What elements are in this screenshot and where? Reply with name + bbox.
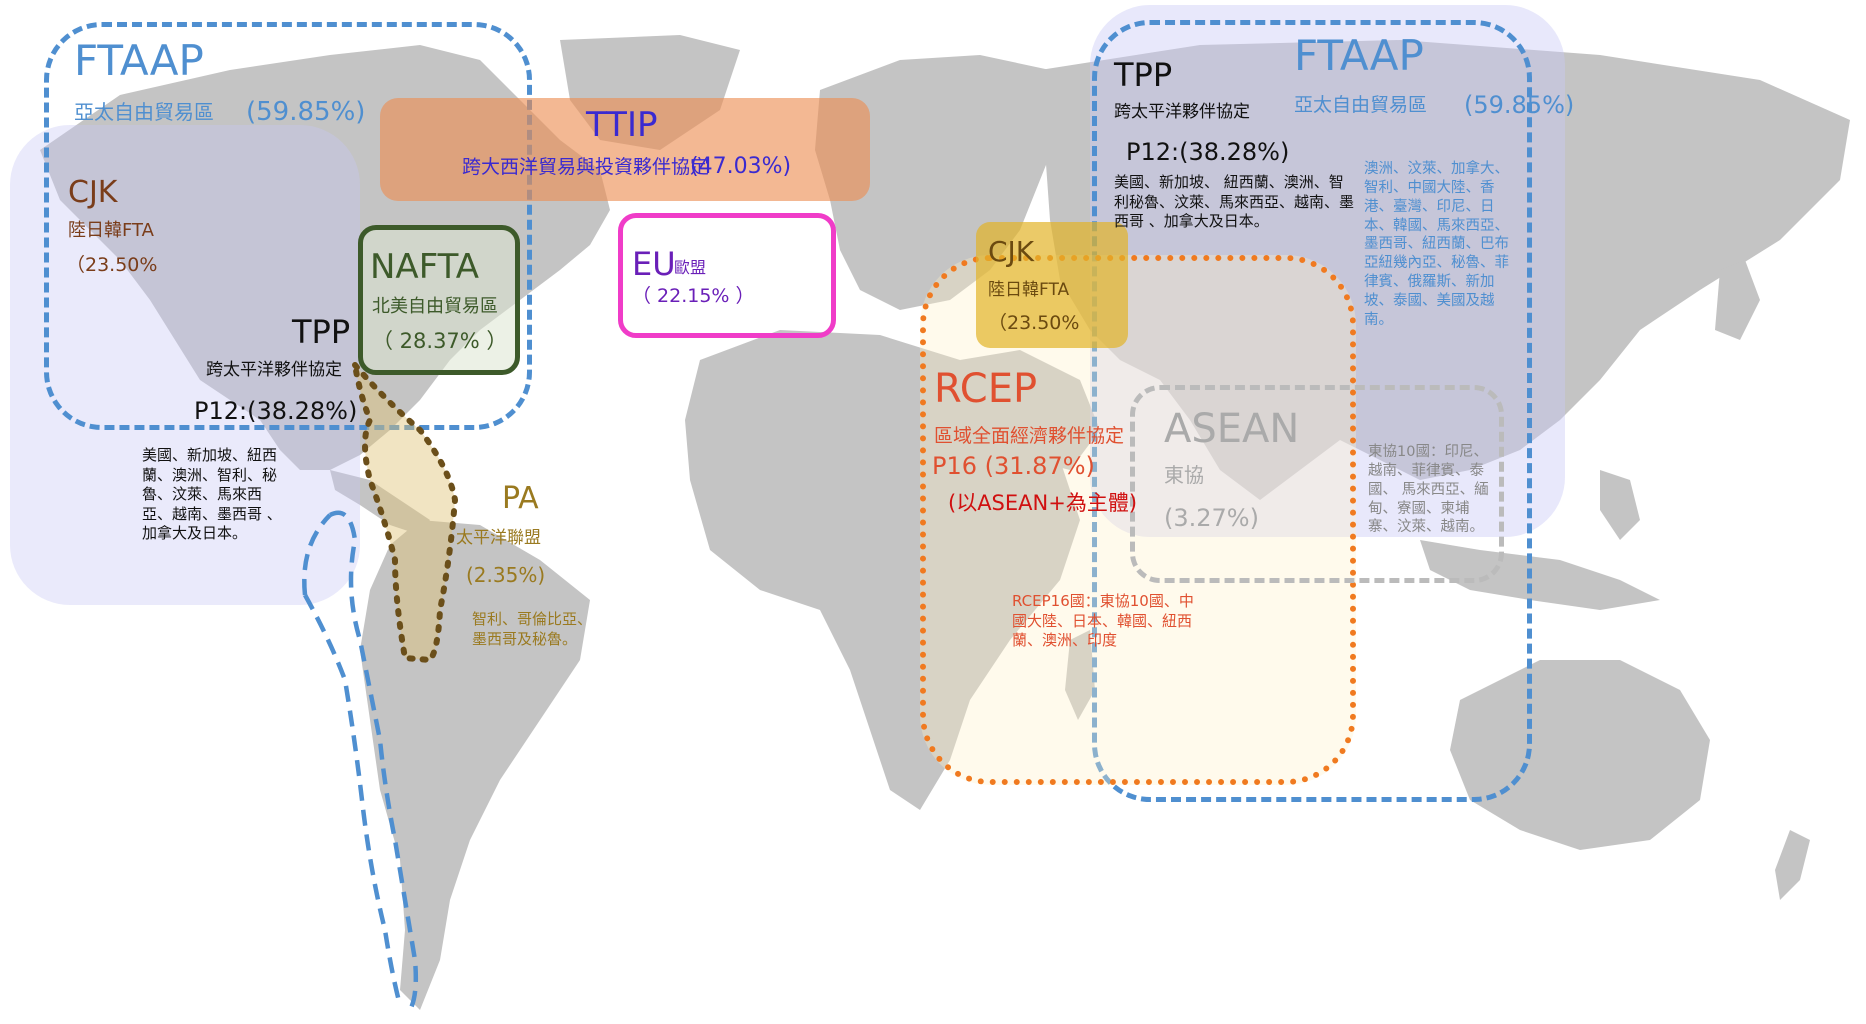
rcep-subtitle: 區域全面經濟夥伴協定 (934, 425, 1125, 447)
cjk-left-title: CJK (68, 175, 118, 210)
asean-title: ASEAN (1164, 406, 1300, 452)
central-america-landmass (330, 470, 430, 535)
eu-title: EU (632, 245, 676, 283)
tpp-right-members: 美國、新加坡、 紐西蘭、澳洲、智利秘魯、汶萊、馬來西亞、越南、墨西哥 、加拿大及… (1114, 173, 1355, 230)
pa-title: PA (502, 481, 539, 516)
pa-members: 智利、哥倫比亞、墨西哥及秘魯。 (472, 610, 593, 648)
tpp-right-subtitle: 跨太平洋夥伴協定 (1114, 102, 1250, 122)
ftaap-right-pct: (59.85%) (1464, 91, 1575, 119)
cjk-left-subtitle: 陸日韓FTA (68, 220, 154, 241)
nafta-pct: （ 28.37% ） (372, 329, 508, 353)
tpp-left-title: TPP (292, 313, 351, 351)
australia-landmass (1450, 660, 1710, 850)
tpp-right-title: TPP (1114, 56, 1173, 94)
africa-landmass (685, 330, 1080, 810)
south-america-landmass (360, 520, 590, 1010)
eu-pct: （ 22.15% ） (632, 285, 755, 307)
asean-pct: (3.27%) (1164, 504, 1259, 532)
cjk-right-region (976, 222, 1128, 348)
cjk-right-pct: （23.50% (988, 312, 1080, 334)
ttip-subtitle: 跨大西洋貿易與投資夥伴協定 (462, 156, 710, 178)
rcep-note: (以ASEAN+為主體) (948, 491, 1138, 515)
eu-subtitle: 歐盟 (674, 258, 707, 277)
cjk-right-subtitle: 陸日韓FTA (988, 280, 1070, 300)
new-zealand-landmass (1775, 830, 1810, 900)
nafta-region (358, 225, 520, 375)
tpp-left-subtitle: 跨太平洋夥伴協定 (206, 360, 342, 380)
madagascar-landmass (1065, 630, 1095, 720)
tpp-right-p12: P12:(38.28%) (1126, 138, 1290, 166)
ttip-pct: (47.03%) (690, 154, 792, 179)
pa-subtitle: 太平洋聯盟 (456, 528, 541, 548)
arabia-landmass (960, 350, 1100, 470)
ftaap-left-pct: (59.85%) (246, 97, 366, 127)
eu-region (618, 213, 836, 338)
asean-subtitle: 東協 (1164, 463, 1204, 487)
ftaap-right-boundary (1092, 20, 1532, 802)
ftaap-left-title: FTAAP (74, 36, 204, 85)
pa-pct: (2.35%) (466, 563, 546, 587)
ftaap-left-boundary (44, 22, 532, 430)
ftaap-right-members: 澳洲、汶萊、加拿大、智利、中國大陸、香港、臺灣、印尼、日本、韓國、馬來西亞、墨西… (1364, 161, 1509, 328)
ttip-region (380, 98, 870, 201)
tpp-left-p12: P12:(38.28%) (194, 397, 358, 425)
asean-members: 東協10國：印尼、越南、菲律賓、泰國、 馬來西亞、緬甸、寮國、柬埔寨、汶萊、越南… (1368, 444, 1489, 536)
rcep-p16: P16 (31.87%) (932, 452, 1095, 480)
rcep-title: RCEP (934, 366, 1038, 412)
cjk-right-title: CJK (988, 235, 1035, 268)
tpp-left-members: 美國、新加坡、紐西蘭、澳洲、智利、秘魯、汶萊、馬來西亞、越南、墨西哥 、加拿大及… (142, 446, 282, 542)
ftaap-left-shade (10, 125, 360, 605)
nafta-title: NAFTA (370, 247, 480, 287)
rcep-members: RCEP16國：東協10國、中國大陸、日本、韓國、紐西蘭、澳洲、印度 (1012, 592, 1194, 649)
asean-region (1130, 385, 1504, 583)
ftaap-left-subtitle: 亞太自由貿易區 (74, 100, 214, 124)
philippines-landmass (1600, 470, 1640, 540)
ftaap-right-subtitle: 亞太自由貿易區 (1294, 94, 1428, 116)
japan-landmass (1715, 260, 1760, 340)
ftaap-right-title: FTAAP (1294, 31, 1424, 80)
cjk-left-pct: （23.50% (66, 254, 158, 276)
ttip-title: TTIP (586, 105, 658, 145)
nafta-subtitle: 北美自由貿易區 (372, 296, 498, 317)
